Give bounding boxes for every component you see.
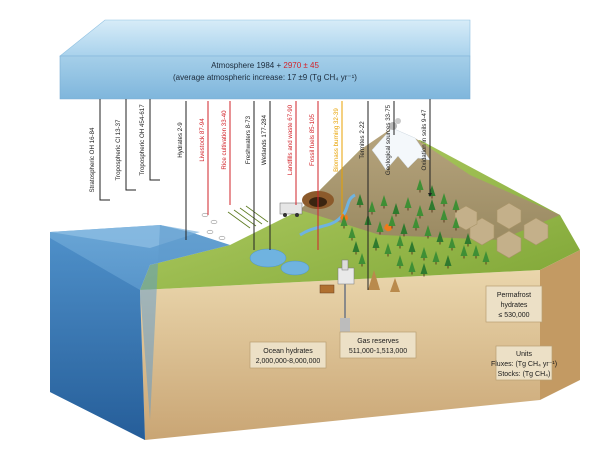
permafrost-sublabel: hydrates [501, 302, 528, 309]
tree [460, 245, 468, 259]
sink-label: Tropospheric OH 454-617 [139, 104, 146, 176]
tree [440, 193, 448, 207]
tree [464, 233, 472, 247]
rice-paddy [227, 205, 269, 229]
ocean-hydrates-box: Ocean hydrates 2,000,000-8,000,000 [249, 341, 327, 369]
tree [368, 201, 376, 215]
source-label: Biomass burning 32-39 [333, 108, 340, 172]
tree [412, 217, 420, 231]
tree [380, 195, 388, 209]
tree [440, 209, 448, 223]
atmosphere-line-2: (average atmospheric increase: 17 ±9 (Tg… [173, 73, 357, 82]
sink-arrow [125, 99, 136, 191]
source-label: Landfills and waste 67-90 [287, 104, 294, 175]
tree [388, 215, 396, 229]
tree [396, 255, 404, 269]
gas-reserves-box: Gas reserves 511,000-1,513,000 [339, 331, 417, 359]
tree [424, 225, 432, 239]
tree [444, 255, 452, 269]
permafrost-hydrates-box: Permafrost hydrates ≤ 530,000 [485, 285, 543, 323]
tree [472, 245, 480, 259]
source-label: Termites 2-22 [359, 121, 366, 159]
tree [416, 179, 424, 193]
tree [396, 235, 404, 249]
tree [452, 199, 460, 213]
ground-block [140, 118, 580, 440]
gas-reserves-value: 511,000-1,513,000 [349, 348, 407, 355]
units-stocks: Stocks: (Tg CH₄) [498, 371, 551, 378]
units-title: Units [516, 351, 532, 358]
flux-arrows [99, 99, 432, 290]
fossil-fuel-plant [319, 259, 355, 330]
sink-arrow [149, 99, 160, 181]
source-label: Fossil fuels 85-105 [309, 113, 316, 165]
tree [376, 221, 384, 235]
tree [372, 237, 380, 251]
source-label: Livestock 87-94 [199, 118, 206, 162]
sink-arrow [99, 99, 110, 201]
flux-labels: Stratospheric OH 16-84 Tropospheric Cl 13… [89, 104, 428, 193]
tree [358, 253, 366, 267]
tree [482, 251, 490, 265]
units-box: Units Fluxes: (Tg CH₄ yr⁻¹) Stocks: (Tg … [491, 345, 557, 381]
ocean-hydrates-label: Ocean hydrates [263, 348, 313, 355]
tree [420, 247, 428, 261]
atmosphere-line-1: Atmosphere 1984 + 2970 ± 45 [211, 61, 319, 70]
sink-label: Stratospheric OH 16-84 [89, 127, 96, 193]
tree [392, 203, 400, 217]
tree [384, 243, 392, 257]
permafrost-hexes [454, 202, 549, 259]
tree [340, 215, 348, 229]
gas-reserves-label: Gas reserves [357, 338, 399, 345]
source-label: Geological sources 33-75 [385, 104, 392, 175]
tree [428, 199, 436, 213]
source-label: Freshwaters 8-73 [245, 115, 252, 164]
atmosphere-slab [59, 19, 471, 100]
tree [400, 223, 408, 237]
ocean [50, 225, 230, 440]
ocean-hydrates-value: 2,000,000-8,000,000 [256, 358, 321, 365]
tree [356, 194, 364, 208]
tree [352, 241, 360, 255]
tree [436, 231, 444, 245]
source-label: Rice cultivation 33-40 [221, 110, 228, 170]
source-label: Wetlands 177-284 [261, 114, 268, 165]
sink-label: Tropospheric Cl 13-37 [115, 119, 122, 181]
termite-mounds [368, 270, 400, 292]
permafrost-value: ≤ 530,000 [498, 312, 529, 319]
source-label: Hydrates 2-9 [177, 122, 184, 158]
tree [404, 197, 412, 211]
tree [448, 237, 456, 251]
tree [420, 263, 428, 277]
tree [348, 227, 356, 241]
gas-reservoir-pipe [340, 318, 350, 340]
tree [408, 261, 416, 275]
permafrost-label: Permafrost [497, 292, 531, 299]
livestock [201, 212, 226, 240]
mountain-snow-cap [371, 127, 431, 171]
tree [416, 205, 424, 219]
source-label: Oxidation in soils 9-47 [421, 109, 428, 170]
tree [452, 217, 460, 231]
units-fluxes: Fluxes: (Tg CH₄ yr⁻¹) [491, 361, 557, 368]
tree [432, 251, 440, 265]
tree [408, 241, 416, 255]
